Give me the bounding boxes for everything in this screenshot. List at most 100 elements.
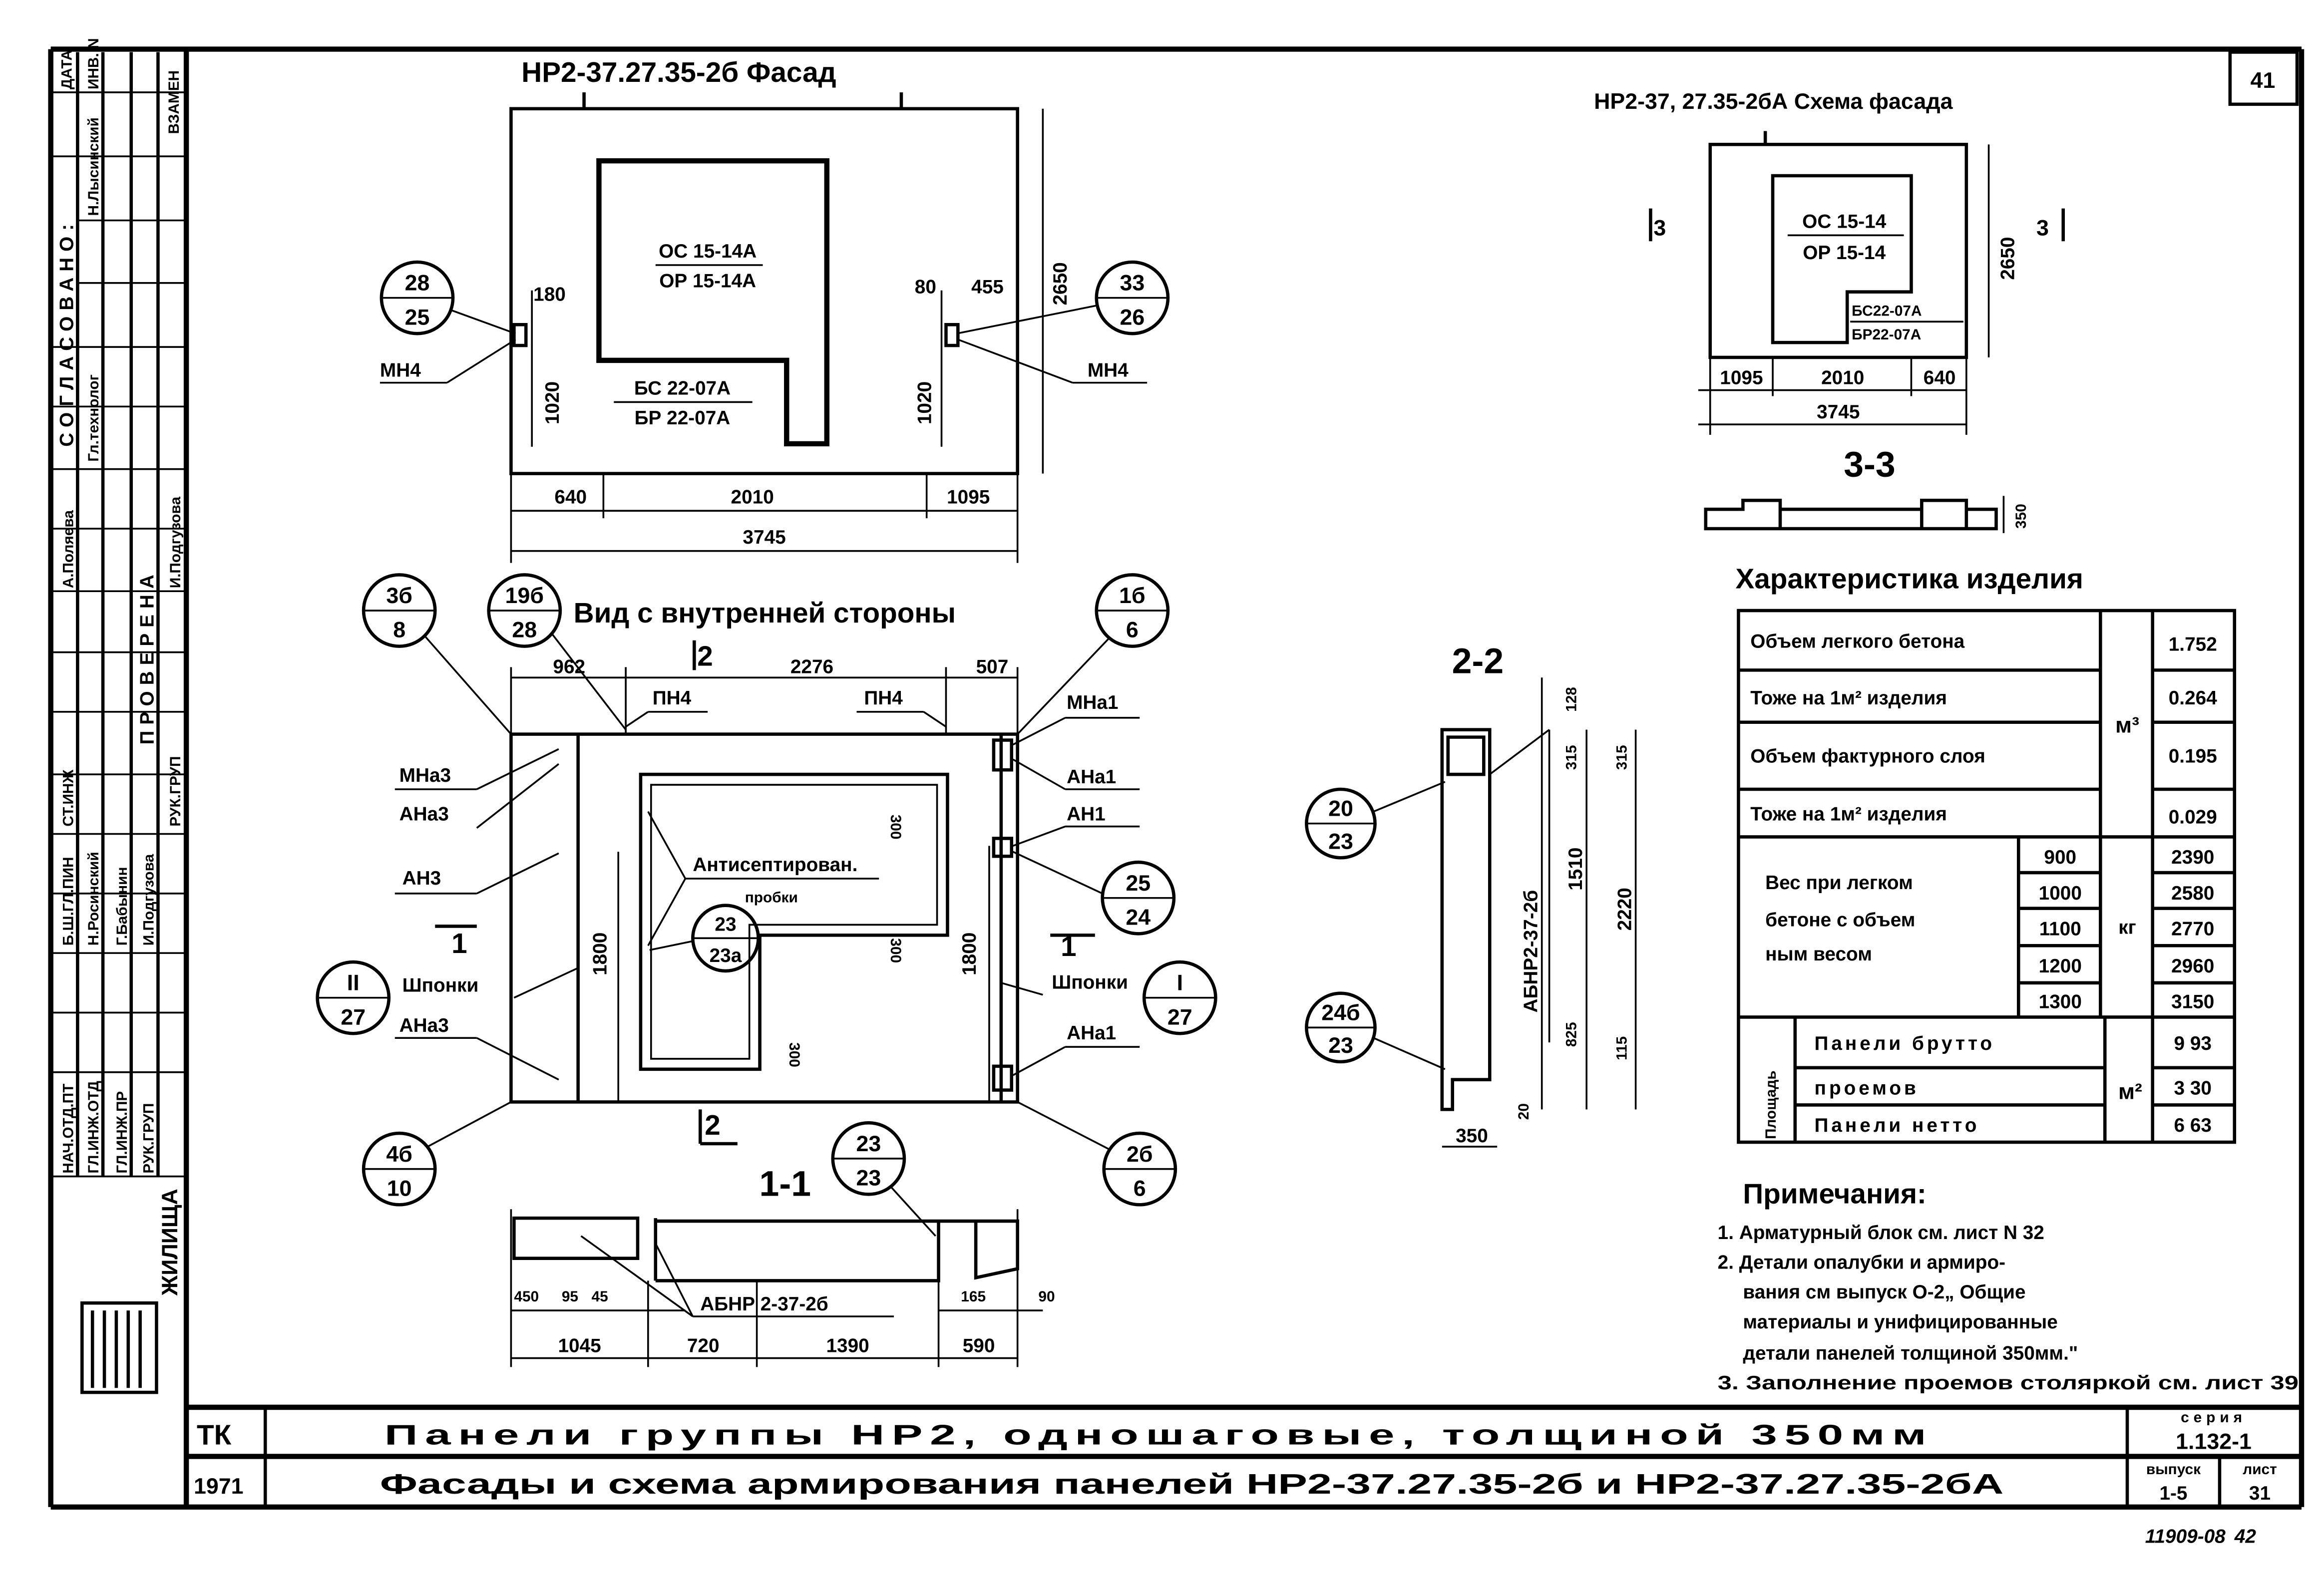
callout-top: 23 (856, 1131, 881, 1156)
table-row: Тоже на 1м² изделия 0.264 (1750, 687, 2217, 709)
row-value: 0.195 (2169, 745, 2217, 767)
table-row: Объем легкого бетона 1.752 (1750, 631, 2217, 655)
table-row: Тоже на 1м² изделия 0.029 (1750, 804, 2217, 828)
dimension: 2010 (731, 486, 774, 508)
dimension: 350 (1456, 1125, 1488, 1147)
section-mark: 1 (451, 928, 467, 959)
stamp-org: ЖИЛИЩА (157, 1189, 182, 1296)
scheme-title: НР2-37, 27.35-2бА Схема фасада (1594, 89, 1953, 114)
dimension: 180 (533, 284, 566, 306)
issue-label: выпуск (2146, 1461, 2201, 1478)
callout: 23 23 (831, 1121, 936, 1237)
stamp-name-lysinsky: Н.Лысинский (85, 117, 102, 216)
dimension: 1020 (542, 381, 563, 424)
facade-scheme: НР2-37, 27.35-2бА Схема фасада ОС 15-14 … (1594, 89, 2065, 533)
row-label: Тоже на 1м² изделия (1750, 687, 1947, 709)
callout-top: 20 (1328, 796, 1353, 821)
window-label: ОС 15-14 (1802, 211, 1887, 232)
unit-area: м² (2118, 1079, 2142, 1104)
callout-top: II (347, 970, 360, 995)
callout-bottom: 23 (856, 1165, 881, 1190)
section-1-1: 1-1 450 95 45 165 90 АБНР 2-37-2б 1045 7… (510, 1164, 1055, 1367)
dimension: 2010 (1821, 367, 1864, 389)
callout-28-25: 28 25 (380, 260, 516, 335)
dimension: 720 (687, 1335, 720, 1357)
callout-bottom: 27 (1167, 1004, 1192, 1029)
callout-top: 33 (1120, 271, 1145, 296)
section-mark: 3 (2036, 215, 2049, 240)
note-line: вания см выпуск О-2„ Общие (1743, 1281, 2025, 1303)
callout-top: 2б (1127, 1142, 1153, 1167)
mark-label: МН4 (1088, 360, 1129, 381)
callout-top: 4б (386, 1142, 412, 1167)
dimension: 315 (1563, 745, 1579, 770)
mark-label: ПН4 (653, 687, 692, 709)
callout-bottom: 24 (1126, 905, 1151, 930)
stamp-date: ДАТА (58, 50, 75, 89)
table-row: Панели брутто 9 93 (1815, 1033, 2212, 1054)
mark-label: АН1 (1067, 804, 1106, 825)
characteristics-table: Характеристика изделия Объем легкого бет… (1735, 563, 2237, 1144)
stamp-role-b-gip: Б.Ш.ГЛ.ПИН (60, 857, 76, 946)
callout: I 27 (1142, 960, 1217, 1035)
dimension: 90 (1038, 1288, 1055, 1305)
note-line: материалы и унифицированные (1743, 1311, 2057, 1333)
callout-top: 19б (505, 583, 544, 608)
weight-value: 2390 (2171, 847, 2214, 868)
dimension: 165 (961, 1288, 986, 1305)
window-label: БС22-07А (1852, 303, 1922, 319)
note-line: детали панелей толщиной 350мм." (1743, 1343, 2078, 1364)
dimension: 640 (1924, 367, 1956, 389)
drawing-title: Панели группы НР2, одношаговые, толщиной… (385, 1420, 1934, 1451)
mark-label: ПН4 (864, 687, 903, 709)
dimension: 2220 (1614, 888, 1636, 931)
window-label: ОС 15-14А (659, 241, 757, 262)
weight-value: 2580 (2171, 883, 2214, 904)
footer-code: 11909-08 (2145, 1526, 2226, 1547)
dimension: 1095 (947, 486, 990, 508)
callout-top: 23 (715, 914, 736, 935)
window-label: ОР 15-14 (1803, 242, 1886, 264)
stamp-replace: ВЗАМЕН (166, 70, 182, 134)
unit-weight: кг (2118, 917, 2136, 938)
mark-label: МНа3 (399, 765, 451, 786)
window-label: БС 22-07А (634, 378, 731, 399)
section-2-2: 2-2 128 315 315 1510 2220 825 115 20 350… (1305, 641, 1637, 1148)
callout-bottom: 23а (710, 945, 742, 966)
block-label: АБНР 2-37-2б (700, 1293, 828, 1315)
callout-bottom: 23 (1328, 1033, 1353, 1058)
dimension: 450 (514, 1288, 539, 1305)
unit-volume: м³ (2115, 713, 2139, 738)
dimension: 20 (1516, 1103, 1532, 1120)
approval-stamp: ДАТА ИНВ. N ВЗАМЕН СОГЛАСОВАНО: Н.Лысинс… (50, 38, 187, 1394)
sheet-frame (48, 46, 2305, 1510)
callout-bottom: 25 (405, 305, 430, 329)
area-label: Площадь (1763, 1070, 1779, 1139)
series-label: серия (2181, 1409, 2247, 1426)
dimension: 2650 (1997, 237, 2018, 280)
sheet-number-box: 41 (2228, 50, 2299, 106)
logo-icon (80, 1301, 158, 1394)
callout-33-26: 33 26 (956, 260, 1170, 335)
callout-bottom: 23 (1328, 829, 1353, 854)
section-mark: 2 (705, 1110, 721, 1141)
callout: 2б 6 (1017, 1101, 1177, 1207)
antiseptic-label: пробки (745, 890, 798, 906)
note-line: 1. Арматурный блок см. лист N 32 (1718, 1222, 2044, 1244)
stamp-agreed: СОГЛАСОВАНО: (56, 218, 77, 447)
callout-bottom: 6 (1134, 1176, 1146, 1201)
section-title: 3-3 (1844, 445, 1895, 485)
stamp-checked: ПРОВЕРЕНА (136, 569, 158, 744)
section-title: 2-2 (1452, 641, 1504, 681)
callout: 24б 23 (1305, 991, 1446, 1070)
callout: 20 23 (1305, 781, 1446, 860)
series-value: 1.132-1 (2176, 1429, 2252, 1454)
footer-page: 42 (2234, 1526, 2257, 1547)
dimension: 455 (971, 277, 1004, 298)
notes: Примечания: 1. Арматурный блок см. лист … (1718, 1178, 2299, 1394)
callout: 19б 28 (487, 573, 627, 730)
table-row: Объем фактурного слоя 0.195 (1750, 745, 2217, 767)
inner-view-title: Вид с внутренней стороны (574, 598, 956, 629)
issue-value: 1-5 (2159, 1483, 2187, 1504)
inner-view-drawing: Вид с внутренней стороны 962 2276 507 ПН… (316, 573, 1217, 1237)
